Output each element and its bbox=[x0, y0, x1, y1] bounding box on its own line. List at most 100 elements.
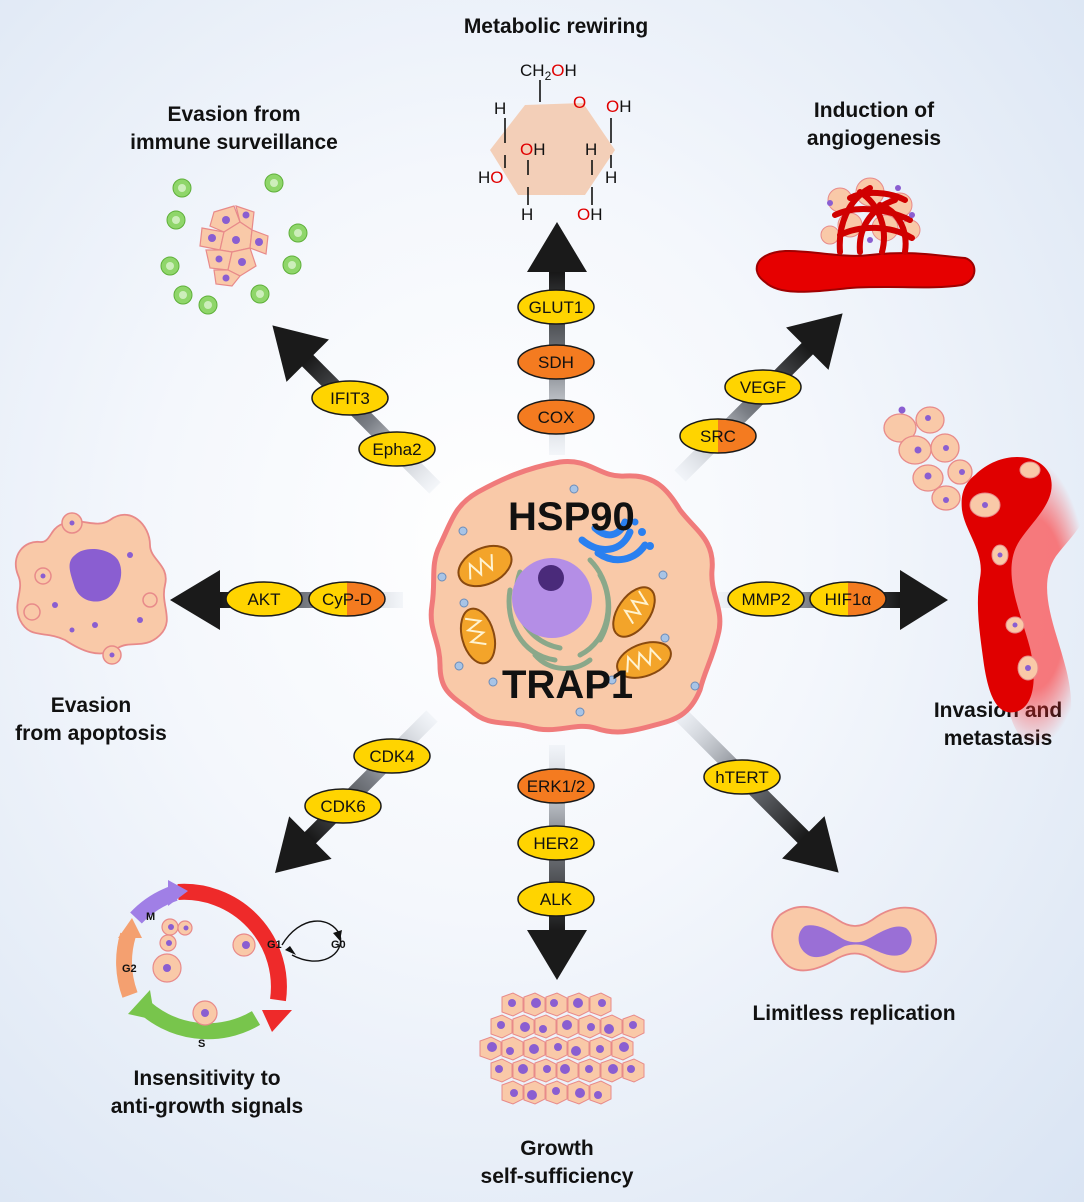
tissue-nucleus bbox=[550, 999, 558, 1007]
tissue-nucleus bbox=[575, 1088, 585, 1098]
tissue-nucleus bbox=[598, 999, 606, 1007]
tissue-nucleus bbox=[596, 1045, 604, 1053]
pill-hif1a: HIF1α bbox=[809, 581, 887, 617]
svg-text:MMP2: MMP2 bbox=[741, 590, 790, 609]
label-metabolic-rewiring: Metabolic rewiring bbox=[464, 15, 648, 38]
label-growth-2: self-sufficiency bbox=[481, 1165, 634, 1188]
central-cell: HSP90 TRAP1 bbox=[428, 458, 723, 735]
tissue-nucleus bbox=[571, 1046, 581, 1056]
svg-text:CDK6: CDK6 bbox=[320, 797, 365, 816]
label-angio-2: angiogenesis bbox=[807, 127, 941, 150]
svg-text:SRC: SRC bbox=[700, 427, 736, 446]
tissue-nucleus bbox=[554, 1043, 562, 1051]
pill-cox: COX bbox=[517, 399, 595, 435]
apoptotic-cell bbox=[15, 512, 168, 665]
pill-erk: ERK1/2 bbox=[517, 768, 595, 804]
label-immune-2: immune surveillance bbox=[130, 131, 338, 154]
tissue-nucleus bbox=[497, 1021, 505, 1029]
svg-text:SDH: SDH bbox=[538, 353, 574, 372]
label-replication: Limitless replication bbox=[752, 1002, 955, 1025]
nucleolus bbox=[538, 565, 564, 591]
svg-text:H: H bbox=[585, 140, 597, 159]
mitochondrion bbox=[459, 607, 497, 665]
tissue-nucleus bbox=[585, 1065, 593, 1073]
svg-text:G0: G0 bbox=[331, 939, 346, 951]
tissue-nucleus bbox=[508, 999, 516, 1007]
nucleus bbox=[512, 558, 592, 638]
svg-text:O: O bbox=[573, 93, 586, 112]
tissue-nucleus bbox=[520, 1022, 530, 1032]
pill-src: SRC bbox=[679, 418, 757, 454]
glucose-molecule: CH2OH O OH H OH H HO H H OH bbox=[478, 61, 632, 224]
pill-akt: AKT bbox=[225, 581, 303, 617]
svg-text:OH: OH bbox=[606, 97, 632, 116]
mitochondrion bbox=[457, 544, 513, 588]
tissue-nucleus bbox=[495, 1065, 503, 1073]
svg-text:hTERT: hTERT bbox=[715, 768, 769, 787]
tissue-nucleus bbox=[573, 998, 583, 1008]
mitochondrion bbox=[616, 641, 672, 679]
svg-text:H: H bbox=[521, 205, 533, 224]
label-antigrowth-1: Insensitivity to bbox=[133, 1067, 280, 1090]
svg-text:S: S bbox=[198, 1038, 205, 1050]
svg-text:CyP-D: CyP-D bbox=[322, 590, 372, 609]
tissue-nucleus bbox=[587, 1023, 595, 1031]
tissue-nucleus bbox=[594, 1091, 602, 1099]
angiogenesis-vessel bbox=[755, 177, 976, 293]
hsp90-label: HSP90 bbox=[508, 495, 635, 539]
tissue-nucleus bbox=[506, 1047, 514, 1055]
label-angio-1: Induction of bbox=[814, 99, 935, 122]
svg-text:HIF1α: HIF1α bbox=[825, 590, 872, 609]
svg-text:Epha2: Epha2 bbox=[372, 440, 421, 459]
mitochondrion bbox=[612, 586, 656, 638]
svg-text:HO: HO bbox=[478, 168, 504, 187]
vesicles bbox=[437, 484, 700, 717]
svg-text:VEGF: VEGF bbox=[740, 378, 786, 397]
metastasis-vessel bbox=[883, 406, 1084, 748]
golgi bbox=[578, 518, 649, 564]
pill-epha2: Epha2 bbox=[358, 431, 436, 467]
label-apoptosis-1: Evasion bbox=[51, 694, 132, 717]
tissue-nucleus bbox=[510, 1089, 518, 1097]
growth-cell-cluster bbox=[479, 992, 645, 1105]
pill-cdk4: CDK4 bbox=[353, 738, 431, 774]
pill-cypd: CyP-D bbox=[308, 581, 386, 617]
dividing-cell bbox=[771, 906, 937, 973]
pill-mmp2: MMP2 bbox=[727, 581, 805, 617]
tissue-nucleus bbox=[529, 1044, 539, 1054]
pill-cdk6: CDK6 bbox=[304, 788, 382, 824]
pill-her2: HER2 bbox=[517, 825, 595, 861]
tissue-nucleus bbox=[619, 1042, 629, 1052]
tissue-nucleus bbox=[608, 1064, 618, 1074]
label-antigrowth-2: anti-growth signals bbox=[111, 1095, 304, 1118]
pill-alk: ALK bbox=[517, 881, 595, 917]
tissue-nucleus bbox=[531, 998, 541, 1008]
svg-text:CH2OH: CH2OH bbox=[520, 61, 577, 83]
tissue-nucleus bbox=[543, 1065, 551, 1073]
trap1-label: TRAP1 bbox=[502, 663, 633, 707]
tissue-nucleus bbox=[527, 1090, 537, 1100]
pill-ifit3: IFIT3 bbox=[311, 380, 389, 416]
label-growth-1: Growth bbox=[520, 1137, 594, 1160]
tissue-nucleus bbox=[562, 1020, 572, 1030]
immune-cluster bbox=[160, 173, 308, 315]
svg-text:OH: OH bbox=[577, 205, 603, 224]
svg-text:OH: OH bbox=[520, 140, 546, 159]
svg-text:AKT: AKT bbox=[247, 590, 280, 609]
pill-glut1: GLUT1 bbox=[517, 289, 595, 325]
svg-text:ALK: ALK bbox=[540, 890, 573, 909]
svg-text:COX: COX bbox=[538, 408, 575, 427]
pill-vegf: VEGF bbox=[724, 369, 802, 405]
svg-text:IFIT3: IFIT3 bbox=[330, 389, 370, 408]
svg-text:GLUT1: GLUT1 bbox=[529, 298, 584, 317]
tissue-nucleus bbox=[627, 1065, 635, 1073]
svg-text:H: H bbox=[605, 168, 617, 187]
tissue-nucleus bbox=[518, 1064, 528, 1074]
tissue-nucleus bbox=[487, 1042, 497, 1052]
label-immune-1: Evasion from bbox=[167, 103, 300, 126]
tissue-nucleus bbox=[552, 1087, 560, 1095]
svg-text:H: H bbox=[494, 99, 506, 118]
cell-cycle: M G1 G0 G2 S bbox=[116, 880, 346, 1050]
label-apoptosis-2: from apoptosis bbox=[15, 722, 167, 745]
